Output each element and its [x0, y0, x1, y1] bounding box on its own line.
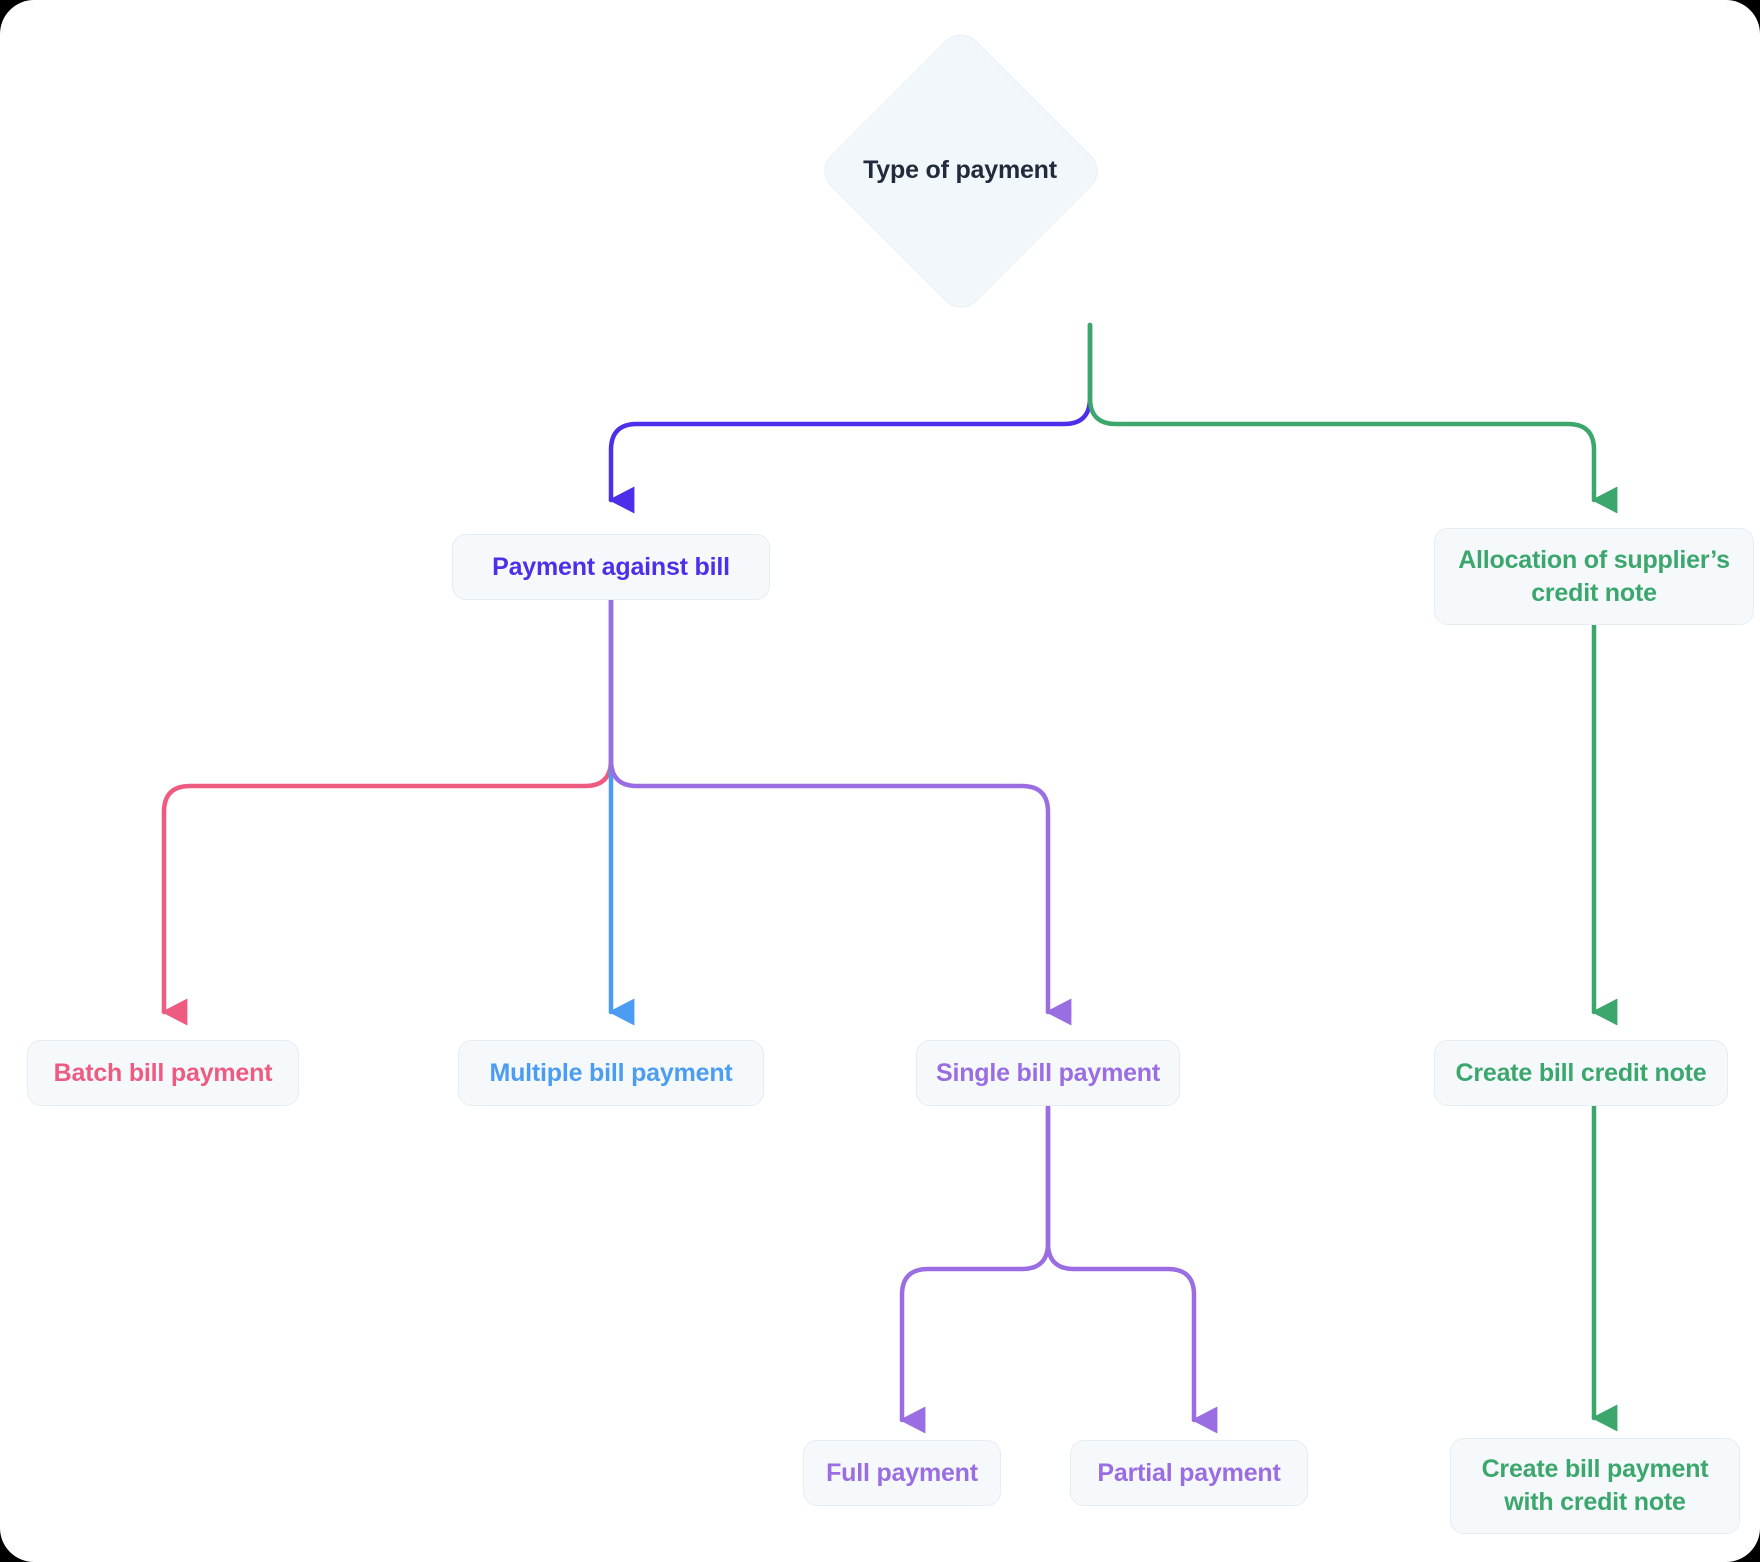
node-batch-bill-payment[interactable]: Batch bill payment — [27, 1040, 299, 1106]
edge-single-to-partial — [1045, 1089, 1218, 1434]
node-payment-against-bill[interactable]: Payment against bill — [452, 534, 770, 600]
edge-root-to-allocation — [1087, 322, 1618, 514]
edge-root-to-payment-against-bill — [608, 322, 1093, 514]
node-partial-payment[interactable]: Partial payment — [1070, 1440, 1308, 1506]
node-multiple-bill-payment[interactable]: Multiple bill payment — [458, 1040, 764, 1106]
node-allocation-of-suppliers-credit-note[interactable]: Allocation of supplier’s credit note — [1434, 528, 1754, 625]
node-label-single-bill-payment: Single bill payment — [935, 1058, 1161, 1087]
node-label-allocation-of-suppliers-credit-note: Allocation of supplier’s credit note — [1458, 545, 1730, 607]
edge-single-to-full — [899, 1089, 1051, 1434]
node-label-payment-against-bill: Payment against bill — [492, 552, 730, 581]
node-label-partial-payment: Partial payment — [1097, 1458, 1281, 1487]
node-label-full-payment: Full payment — [826, 1458, 978, 1487]
node-single-bill-payment[interactable]: Single bill payment — [916, 1040, 1180, 1106]
node-label-type-of-payment: Type of payment — [863, 155, 1057, 184]
edge-payment-to-batch — [161, 597, 614, 1026]
edge-payment-to-single — [608, 597, 1072, 1026]
node-label-create-bill-payment-with-credit-note: Create bill payment with credit note — [1481, 1455, 1709, 1516]
node-label-batch-bill-payment: Batch bill payment — [53, 1058, 273, 1087]
node-label-create-bill-credit-note: Create bill credit note — [1455, 1058, 1707, 1087]
node-label-multiple-bill-payment: Multiple bill payment — [489, 1058, 733, 1087]
node-create-bill-credit-note[interactable]: Create bill credit note — [1434, 1040, 1728, 1106]
node-type-of-payment[interactable]: Type of payment — [815, 25, 1107, 317]
node-full-payment[interactable]: Full payment — [803, 1440, 1001, 1506]
node-create-bill-payment-with-credit-note[interactable]: Create bill payment with credit note — [1450, 1438, 1740, 1534]
